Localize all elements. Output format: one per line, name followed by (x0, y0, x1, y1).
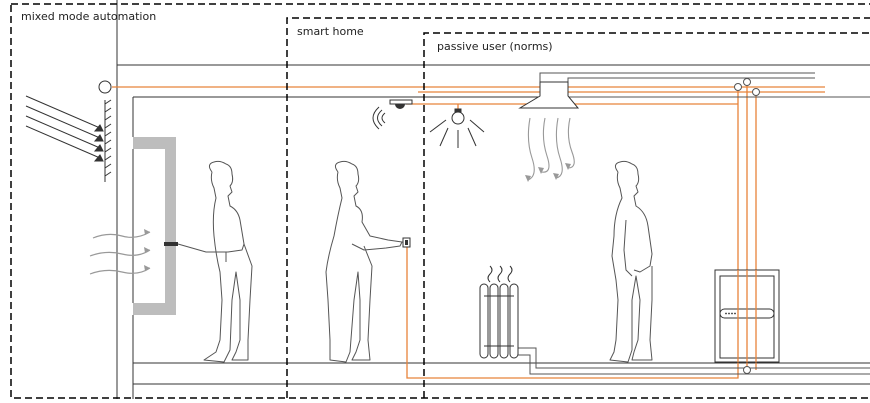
person-icon (177, 160, 253, 363)
scope-boundaries (10, 3, 870, 399)
boundary-mixed-mode (10, 3, 870, 399)
cabinet-risers (737, 270, 757, 362)
boundary-smart-home (286, 17, 870, 398)
motion-sensor-icon (372, 99, 413, 130)
person-icon (609, 160, 653, 363)
window-icon (132, 137, 176, 315)
person-icon (325, 160, 403, 363)
wall-switch-icon (164, 242, 178, 246)
ventilation-hood-icon (518, 81, 580, 109)
boundary-passive-user (423, 32, 870, 398)
airflow-icon (89, 229, 151, 275)
airflow-icon (525, 117, 575, 182)
region-label-passive-user: passive user (norms) (437, 40, 553, 53)
weather-sensor-icon (98, 80, 112, 94)
radiator-icon (479, 265, 519, 359)
sun-rays-icon (25, 95, 104, 162)
region-label-smart-home: smart home (297, 25, 364, 38)
wall-switch-icon (402, 237, 411, 248)
region-label-mixed-mode: mixed mode automation (21, 10, 157, 23)
light-bulb-icon (429, 108, 485, 148)
wire-switch (406, 246, 739, 379)
facade-hatch (104, 99, 112, 182)
control-lines (510, 72, 870, 375)
junctions (734, 78, 760, 374)
